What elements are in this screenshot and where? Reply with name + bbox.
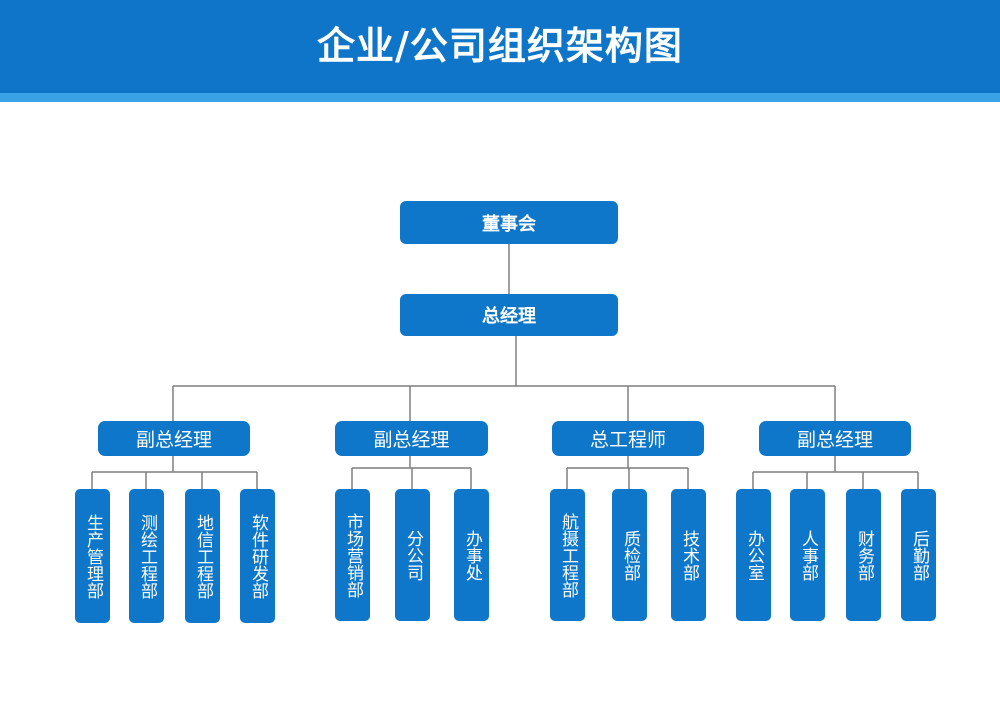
department-node: 人事部 <box>790 489 825 621</box>
department-node: 办公室 <box>736 489 771 621</box>
page-title: 企业/公司组织架构图 <box>317 24 683 68</box>
department-node: 技术部 <box>671 489 706 621</box>
department-node: 生产管理部 <box>75 489 110 623</box>
branch-node-2: 副总经理 <box>335 421 488 456</box>
department-node: 市场营销部 <box>335 489 370 621</box>
department-node: 测绘工程部 <box>129 489 164 623</box>
branch-node-4: 副总经理 <box>759 421 911 456</box>
department-node: 航摄工程部 <box>550 489 585 621</box>
branch-node-3: 总工程师 <box>552 421 704 456</box>
branch-node-1: 副总经理 <box>98 421 250 456</box>
board-node: 董事会 <box>400 201 618 244</box>
department-node: 分公司 <box>395 489 430 621</box>
department-node: 办事处 <box>454 489 489 621</box>
department-node: 软件研发部 <box>240 489 275 623</box>
general-manager-node: 总经理 <box>400 294 618 336</box>
department-node: 财务部 <box>846 489 881 621</box>
department-node: 地信工程部 <box>185 489 220 623</box>
department-node: 后勤部 <box>901 489 936 621</box>
header-bar <box>0 0 1000 93</box>
header-stripe <box>0 93 1000 102</box>
department-node: 质检部 <box>612 489 647 621</box>
